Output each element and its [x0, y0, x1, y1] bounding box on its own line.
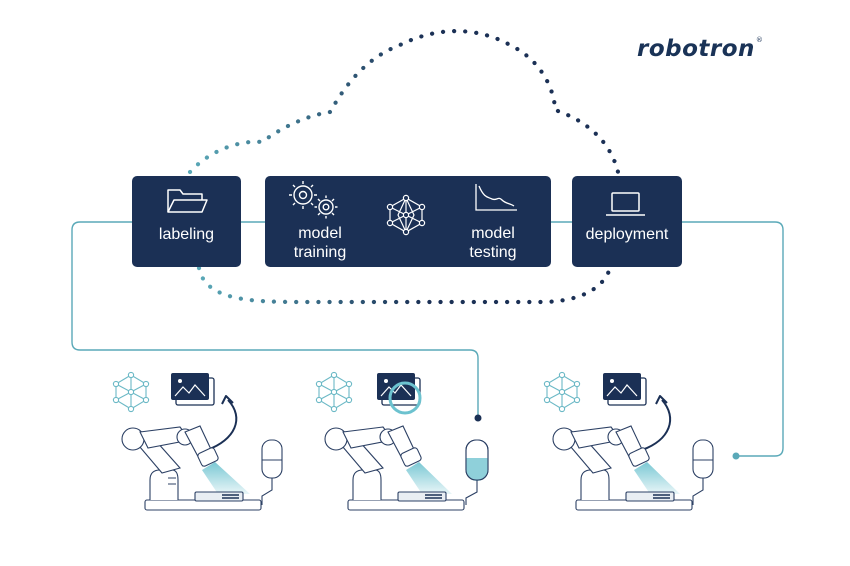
- station-3: [543, 371, 714, 511]
- image-icon: [377, 373, 421, 406]
- neural-network-icon: [315, 371, 353, 413]
- line-endpoint: [732, 452, 740, 460]
- image-icon: [171, 373, 215, 406]
- loss-curve-icon: [475, 184, 517, 211]
- focus-ring: [388, 381, 422, 415]
- model-testing-label: model testing: [445, 224, 541, 262]
- model-testing-line1: model: [471, 225, 515, 242]
- neural-network-icon: [543, 371, 581, 413]
- folder-icon: [167, 189, 208, 213]
- dotted-cloud-loop: [187, 29, 621, 175]
- line-endpoint: [474, 414, 482, 422]
- labeling-box: [132, 176, 241, 267]
- deployment-label: deployment: [585, 226, 669, 243]
- camera-beam: [202, 462, 250, 494]
- robot-arm-icon: [121, 425, 262, 511]
- gears-icon: [289, 181, 338, 219]
- model-training-line1: model: [298, 225, 342, 242]
- neural-network-icon: [386, 194, 426, 236]
- upload-arrow: [206, 399, 238, 451]
- model-training-line2: training: [293, 244, 347, 261]
- station-2: [315, 371, 489, 511]
- camera-beam: [634, 462, 680, 494]
- model-box: [265, 176, 551, 267]
- camera-beam: [406, 462, 452, 494]
- model-training-label: model training: [272, 224, 368, 262]
- controller-icon: [261, 439, 283, 505]
- robot-arm-icon: [552, 425, 693, 511]
- image-icon: [603, 373, 647, 406]
- neural-network-icon: [112, 371, 150, 413]
- robotron-logo: robotron®: [637, 36, 764, 62]
- dotted-lower-loop: [196, 265, 613, 305]
- station-1: [112, 371, 283, 511]
- left-feedback-line: [71, 221, 479, 416]
- deployment-box: [572, 176, 682, 267]
- right-deploy-line: [682, 221, 784, 457]
- model-testing-line2: testing: [469, 244, 517, 261]
- controller-icon: [465, 439, 489, 505]
- upload-arrow: [641, 399, 672, 451]
- controller-icon: [692, 439, 714, 505]
- laptop-icon: [606, 192, 645, 216]
- robot-arm-icon: [324, 425, 465, 511]
- labeling-label: labeling: [158, 226, 215, 243]
